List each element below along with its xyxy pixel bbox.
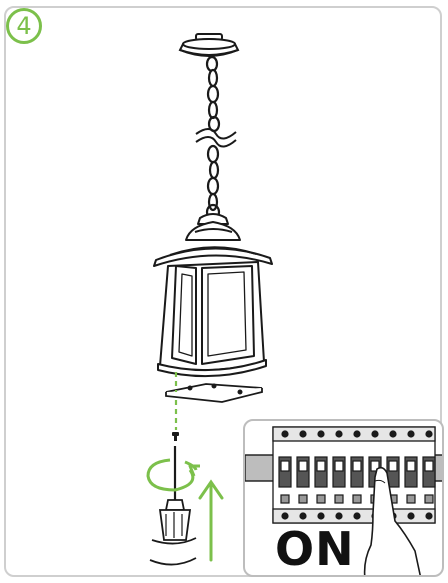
ceiling-canopy-icon (178, 33, 240, 57)
on-state-label: ON (275, 522, 355, 576)
screw-icon (172, 432, 179, 441)
up-arrow-icon (198, 479, 224, 562)
pointing-finger-icon (363, 466, 421, 575)
step-number-badge: 4 (6, 8, 42, 44)
instruction-frame (4, 6, 442, 577)
circuit-breaker-panel-icon (245, 426, 442, 575)
rotate-arrow-icon (146, 458, 200, 492)
breaker-inset: ON (243, 419, 444, 577)
lantern-fixture-icon (153, 213, 273, 378)
bottom-plate-icon (165, 383, 263, 403)
chain-icon (195, 55, 237, 221)
